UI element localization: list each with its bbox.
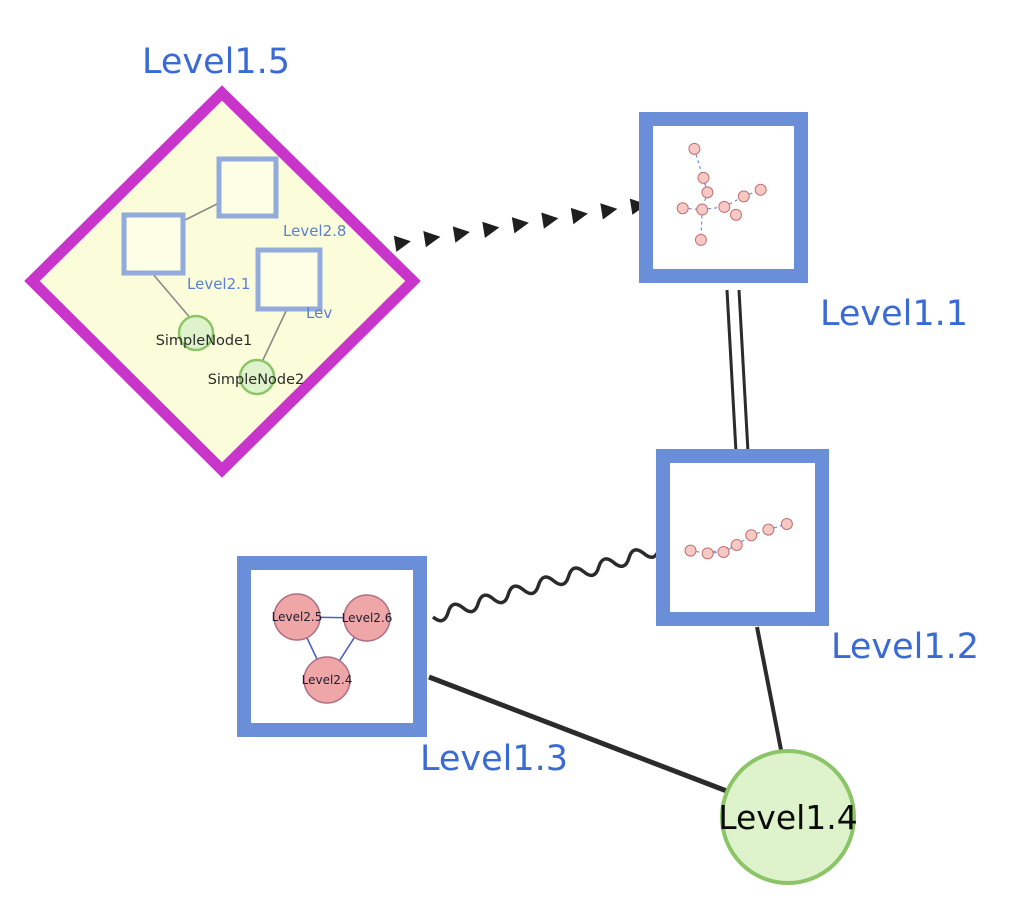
subgraph-node[interactable]	[718, 200, 731, 213]
subgraph-node[interactable]	[745, 529, 758, 542]
level2-5-label: Level2.5	[272, 610, 323, 624]
inner-edge-level2-1-simplenode1[interactable]	[151, 272, 193, 321]
dashed-arrow-segment[interactable]	[482, 221, 500, 238]
level1-4-label: Level1.4	[718, 798, 858, 837]
edge-level1-2-to-level1-3-wavy[interactable]	[431, 548, 661, 623]
level1-4-node[interactable]	[720, 749, 856, 885]
level1-1-node[interactable]	[639, 112, 808, 283]
subgraph-node[interactable]	[762, 523, 775, 536]
level2-4-node[interactable]	[303, 656, 351, 704]
level1-5-group: Level2.8 Level2.1 Lev SimpleNode1 Simple…	[24, 85, 421, 478]
level2-6-node[interactable]	[343, 594, 391, 642]
level1-2-label: Level1.2	[831, 627, 979, 667]
level1-2-group	[656, 449, 829, 626]
subgraph-node[interactable]	[717, 546, 730, 558]
edge-level1-2-to-level1-4[interactable]	[755, 626, 785, 761]
level2-8-label: Level2.8	[283, 222, 346, 240]
subgraph-node[interactable]	[697, 171, 710, 184]
level1-5-label: Level1.5	[142, 42, 290, 82]
level2-6-label: Level2.6	[342, 611, 393, 625]
simple-node-1-label: SimpleNode1	[156, 333, 253, 349]
subgraph-node[interactable]	[701, 547, 714, 560]
dashed-arrow-segment[interactable]	[423, 231, 441, 248]
dashed-arrow-segment[interactable]	[541, 212, 559, 229]
dashed-arrow-segment[interactable]	[600, 203, 618, 220]
inner-edge-level2-simplenode2[interactable]	[261, 308, 288, 363]
dashed-arrow-segment[interactable]	[452, 226, 470, 243]
level1-3-label: Level1.3	[420, 739, 568, 779]
dashed-arrow-segment[interactable]	[511, 217, 529, 234]
subgraph-node[interactable]	[688, 142, 701, 155]
subgraph-node[interactable]	[730, 208, 742, 221]
level1-1-group	[639, 112, 808, 283]
subgraph-node[interactable]	[737, 190, 750, 203]
level2-4-label: Level2.4	[302, 673, 353, 687]
level1-1-label: Level1.1	[820, 294, 968, 334]
level1-1-subgraph	[676, 142, 767, 246]
level1-3-node[interactable]	[237, 556, 427, 737]
subgraph-node[interactable]	[676, 202, 689, 215]
edge-level1-5-to-level1-1-dashed-arrow[interactable]	[393, 198, 647, 252]
edge-level1-3-to-level1-4[interactable]	[428, 674, 746, 801]
simple-node-1[interactable]	[177, 314, 215, 352]
simple-node-2-label: SimpleNode2	[208, 372, 305, 388]
simple-node-2[interactable]	[238, 358, 276, 396]
dashed-arrow-segment[interactable]	[393, 235, 411, 252]
dashed-arrow-segment[interactable]	[570, 207, 588, 225]
inner-edge-level2-8-level2-1[interactable]	[182, 202, 220, 222]
level1-2-node[interactable]	[656, 449, 829, 626]
subgraph-node[interactable]	[696, 203, 709, 216]
subgraph-node[interactable]	[754, 183, 767, 196]
level2-8-node[interactable]	[216, 156, 279, 219]
subgraph-node[interactable]	[694, 233, 707, 246]
level1-2-subgraph	[684, 518, 793, 560]
level2-5-node[interactable]	[273, 593, 321, 641]
subgraph-node[interactable]	[701, 186, 714, 199]
dashed-arrow-segment[interactable]	[629, 198, 647, 215]
edge-level1-1-to-level1-2-line-a[interactable]	[725, 289, 738, 453]
level1-5-diamond-node[interactable]	[24, 85, 421, 478]
level2-1-label: Level2.1	[187, 275, 250, 293]
level1-4-group: Level1.4	[718, 749, 858, 885]
subgraph-node[interactable]	[684, 544, 697, 557]
level2-partial-label: Lev	[306, 304, 332, 322]
level2-1-node[interactable]	[121, 212, 186, 276]
level2-partial-node[interactable]	[255, 247, 323, 312]
edge-level1-1-to-level1-2-line-b[interactable]	[737, 289, 750, 453]
level1-3-group: Level2.5 Level2.6 Level2.4	[237, 556, 427, 737]
subgraph-node[interactable]	[730, 539, 743, 551]
subgraph-node[interactable]	[780, 518, 793, 530]
